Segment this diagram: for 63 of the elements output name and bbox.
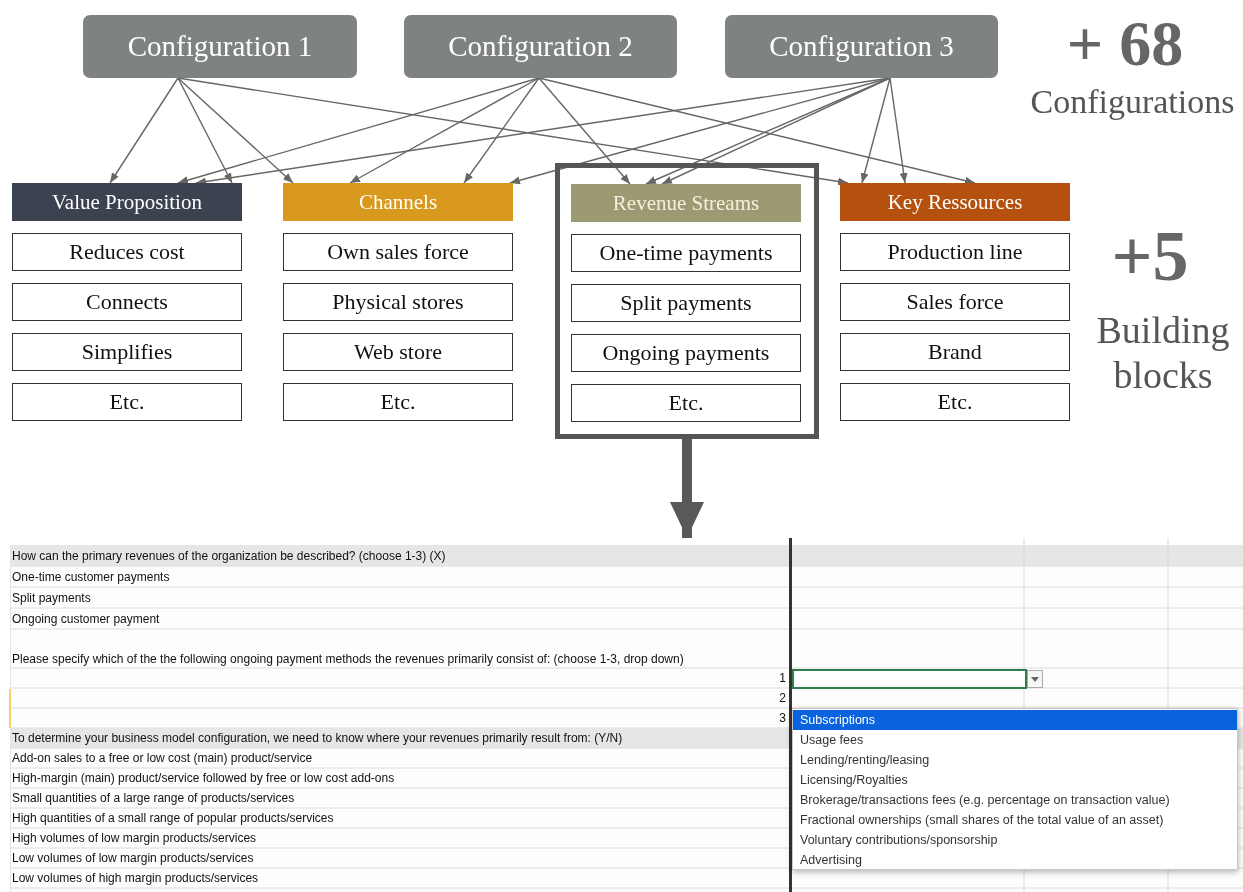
building-block-header: Value Proposition bbox=[12, 183, 242, 221]
option-box: Reduces cost bbox=[12, 233, 242, 271]
down-arrow bbox=[670, 439, 704, 538]
count-label: +5 bbox=[1110, 216, 1190, 296]
option-box: Ongoing payments bbox=[571, 334, 801, 372]
option-box: One-time payments bbox=[571, 234, 801, 272]
option-box: Connects bbox=[12, 283, 242, 321]
building-block-header: Channels bbox=[283, 183, 513, 221]
arrow bbox=[889, 77, 908, 184]
spreadsheet-cell-text: High volumes of low margin products/services bbox=[12, 830, 258, 846]
option-box: Brand bbox=[840, 333, 1070, 371]
arrow bbox=[177, 77, 540, 185]
spreadsheet-cell-text: High quantities of a small range of popular products/services bbox=[12, 810, 335, 826]
building-block-header: Revenue Streams bbox=[571, 184, 801, 222]
configuration-box: Configuration 1 bbox=[83, 15, 357, 78]
spreadsheet-cell-text: Low volumes of high margin products/services bbox=[12, 870, 260, 886]
option-box: Etc. bbox=[283, 383, 513, 421]
arrow bbox=[538, 77, 976, 185]
spreadsheet-cell-text: One-time customer payments bbox=[12, 569, 171, 585]
arrow bbox=[463, 77, 540, 184]
dropdown-option: Voluntary contributions/sponsorship bbox=[793, 830, 1237, 850]
option-box: Production line bbox=[840, 233, 1070, 271]
dropdown-option: Subscriptions bbox=[793, 710, 1237, 730]
building-block-header: Key Ressources bbox=[840, 183, 1070, 221]
row-number: 1 bbox=[778, 670, 786, 686]
option-box: Etc. bbox=[571, 384, 801, 422]
spreadsheet-cell-text: Small quantities of a large range of products/services bbox=[12, 790, 296, 806]
spreadsheet-cell-text: To determine your business model configuration, we need to know where your revenues primarily result from: (Y/N) bbox=[12, 730, 624, 746]
configuration-box: Configuration 3 bbox=[725, 15, 998, 78]
option-box: Etc. bbox=[840, 383, 1070, 421]
spreadsheet-cell-text: Ongoing customer payment bbox=[12, 611, 161, 627]
dropdown-option: Fractional ownerships (small shares of the total value of an asset) bbox=[793, 810, 1237, 830]
highlight-frame bbox=[555, 163, 819, 439]
count-label: + 68 bbox=[1065, 8, 1185, 80]
option-box: Physical stores bbox=[283, 283, 513, 321]
row-number: 3 bbox=[778, 710, 786, 726]
arrow bbox=[109, 77, 179, 184]
spreadsheet-cell-text: Low volumes of low margin products/services bbox=[12, 850, 255, 866]
option-box: Own sales force bbox=[283, 233, 513, 271]
option-box: Split payments bbox=[571, 284, 801, 322]
spreadsheet-cell-text: High-margin (main) product/service followed by free or low cost add-ons bbox=[12, 770, 396, 786]
count-caption: Building blocks bbox=[1095, 308, 1231, 398]
option-box: Sales force bbox=[840, 283, 1070, 321]
spreadsheet-cell-text: Please specify which of the the following ongoing payment methods the revenues primarily consist of: (choose 1-3, drop down) bbox=[12, 651, 685, 667]
spreadsheet-cell-text: How can the primary revenues of the organization be described? (choose 1-3) (X) bbox=[12, 548, 447, 564]
arrow bbox=[349, 77, 540, 184]
option-box: Web store bbox=[283, 333, 513, 371]
option-box: Etc. bbox=[12, 383, 242, 421]
dropdown-option: Licensing/Royalties bbox=[793, 770, 1237, 790]
dropdown-option: Lending/renting/leasing bbox=[793, 750, 1237, 770]
spreadsheet-cell-text: Add-on sales to a free or low cost (main) product/service bbox=[12, 750, 314, 766]
arrow bbox=[177, 77, 294, 184]
dropdown-option: Advertising bbox=[793, 850, 1237, 870]
option-box: Simplifies bbox=[12, 333, 242, 371]
arrow bbox=[177, 77, 233, 184]
configuration-box: Configuration 2 bbox=[404, 15, 677, 78]
dropdown-option: Brokerage/transactions fees (e.g. percentage on transaction value) bbox=[793, 790, 1237, 810]
count-caption: Configurations bbox=[1029, 82, 1236, 122]
spreadsheet-cell-text: Split payments bbox=[12, 590, 92, 606]
arrow bbox=[538, 77, 631, 185]
row-number: 2 bbox=[778, 690, 786, 706]
dropdown-option: Usage fees bbox=[793, 730, 1237, 750]
arrow bbox=[860, 77, 891, 184]
